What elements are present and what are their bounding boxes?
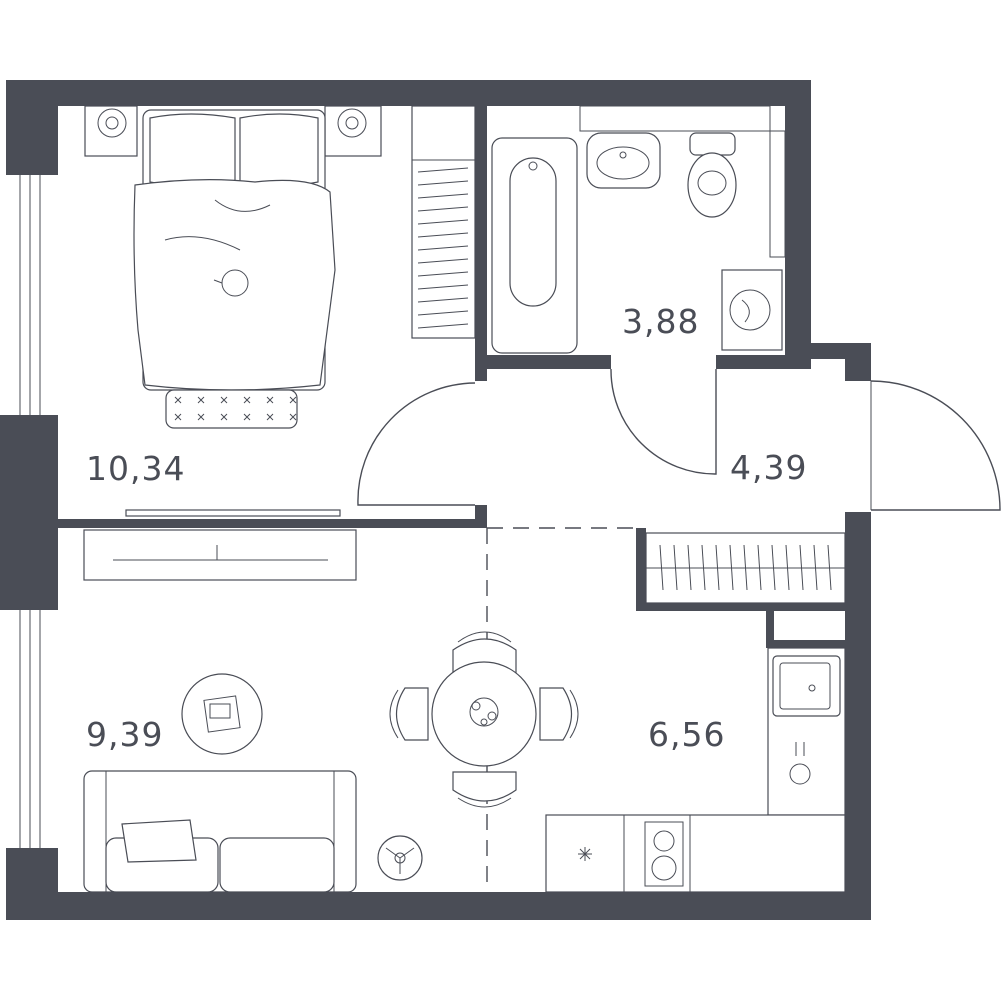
hanger [701, 544, 706, 591]
hanger [417, 245, 469, 251]
bedroom-area-label: 10,34 [86, 449, 185, 488]
wardrobe-hangers-kitchen [659, 544, 832, 591]
hanger [417, 180, 469, 186]
toilet [687, 132, 737, 218]
bed-rug-pattern [174, 396, 297, 421]
hanger [743, 544, 748, 591]
chair-bottom [452, 771, 517, 808]
rug-mark [197, 413, 205, 421]
hanger [799, 544, 804, 591]
sofa [83, 770, 357, 893]
rug-mark [220, 396, 228, 404]
hanger [659, 544, 664, 591]
fridge-icon [578, 847, 592, 861]
hanger [417, 258, 469, 264]
hanger [417, 271, 469, 277]
walls [0, 80, 871, 920]
rug-mark [289, 396, 297, 404]
rug-mark [174, 413, 182, 421]
hanger [785, 544, 790, 591]
dining-set [389, 631, 579, 808]
hanger [827, 544, 832, 591]
windows [19, 105, 771, 848]
hanger [417, 297, 469, 303]
hanger [417, 232, 469, 238]
flower-vase-icon [469, 697, 499, 727]
hanger [417, 284, 469, 290]
rug-mark [266, 413, 274, 421]
chair-left [389, 687, 429, 741]
tv-bedroom [125, 509, 341, 517]
hanger [771, 544, 776, 591]
sink [586, 132, 661, 189]
hanger [687, 544, 692, 591]
rug-mark [289, 413, 297, 421]
bathtub [491, 137, 578, 354]
rug-mark [220, 413, 228, 421]
chair-right [539, 687, 579, 741]
stove [644, 821, 684, 887]
hanger [417, 193, 469, 199]
hanger [729, 544, 734, 591]
hanger [673, 544, 678, 591]
bathroom-niche [769, 130, 786, 258]
hanger [417, 206, 469, 212]
hanger [757, 544, 762, 591]
bathroom-area-label: 3,88 [622, 302, 699, 341]
kitchen-area-label: 6,56 [648, 715, 725, 754]
hallway-area-label: 4,39 [730, 448, 807, 487]
dishwasher [789, 742, 811, 785]
cat-icon [213, 269, 249, 297]
rug-mark [243, 413, 251, 421]
tv-stand [83, 529, 357, 581]
rug-mark [174, 396, 182, 404]
hanger [417, 310, 469, 316]
lamp-icon [97, 108, 367, 138]
hanger [417, 167, 469, 173]
coffee-table [181, 673, 263, 755]
floor-lamp [377, 835, 423, 881]
hanger [417, 219, 469, 225]
rug-mark [197, 396, 205, 404]
hanger [715, 544, 720, 591]
kitchen-sink [772, 655, 841, 717]
wardrobe-hangers-bedroom [417, 167, 469, 329]
rug-mark [243, 396, 251, 404]
hanger [417, 323, 469, 329]
rug-mark [266, 396, 274, 404]
washing-machine [721, 269, 783, 351]
living-area-label: 9,39 [86, 715, 163, 754]
bed [84, 105, 382, 429]
doors [357, 368, 1001, 511]
hanger [813, 544, 818, 591]
